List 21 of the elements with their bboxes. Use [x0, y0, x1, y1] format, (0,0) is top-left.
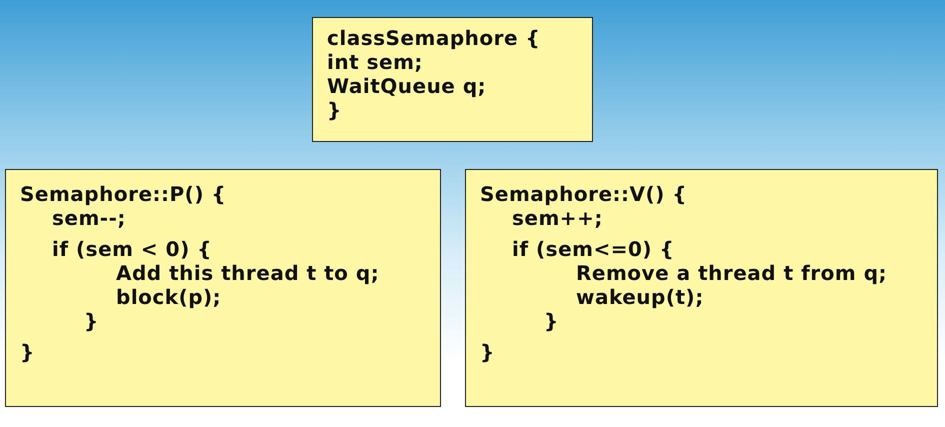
code-line: classSemaphore { — [327, 26, 540, 50]
code-line: Semaphore::V() { — [480, 182, 687, 206]
code-line: } — [84, 309, 99, 334]
code-box — [5, 169, 441, 407]
code-line: } — [327, 98, 342, 122]
code-line: block(p); — [116, 285, 222, 310]
code-line: Add this thread t to q; — [116, 261, 380, 286]
code-line: sem--; — [52, 206, 126, 230]
code-line: WaitQueue q; — [327, 74, 486, 98]
code-line: } — [480, 340, 495, 364]
code-line: } — [20, 340, 35, 364]
code-line: if (sem<=0) { — [512, 237, 674, 262]
code-line: int sem; — [327, 50, 423, 74]
code-line: } — [544, 309, 559, 334]
code-line: wakeup(t); — [576, 285, 704, 310]
code-line: Semaphore::P() { — [20, 182, 226, 206]
code-box — [312, 17, 593, 142]
code-line: sem++; — [512, 206, 603, 230]
code-box — [465, 169, 938, 407]
code-line: Remove a thread t from q; — [576, 261, 888, 286]
code-line: if (sem < 0) { — [52, 237, 212, 262]
